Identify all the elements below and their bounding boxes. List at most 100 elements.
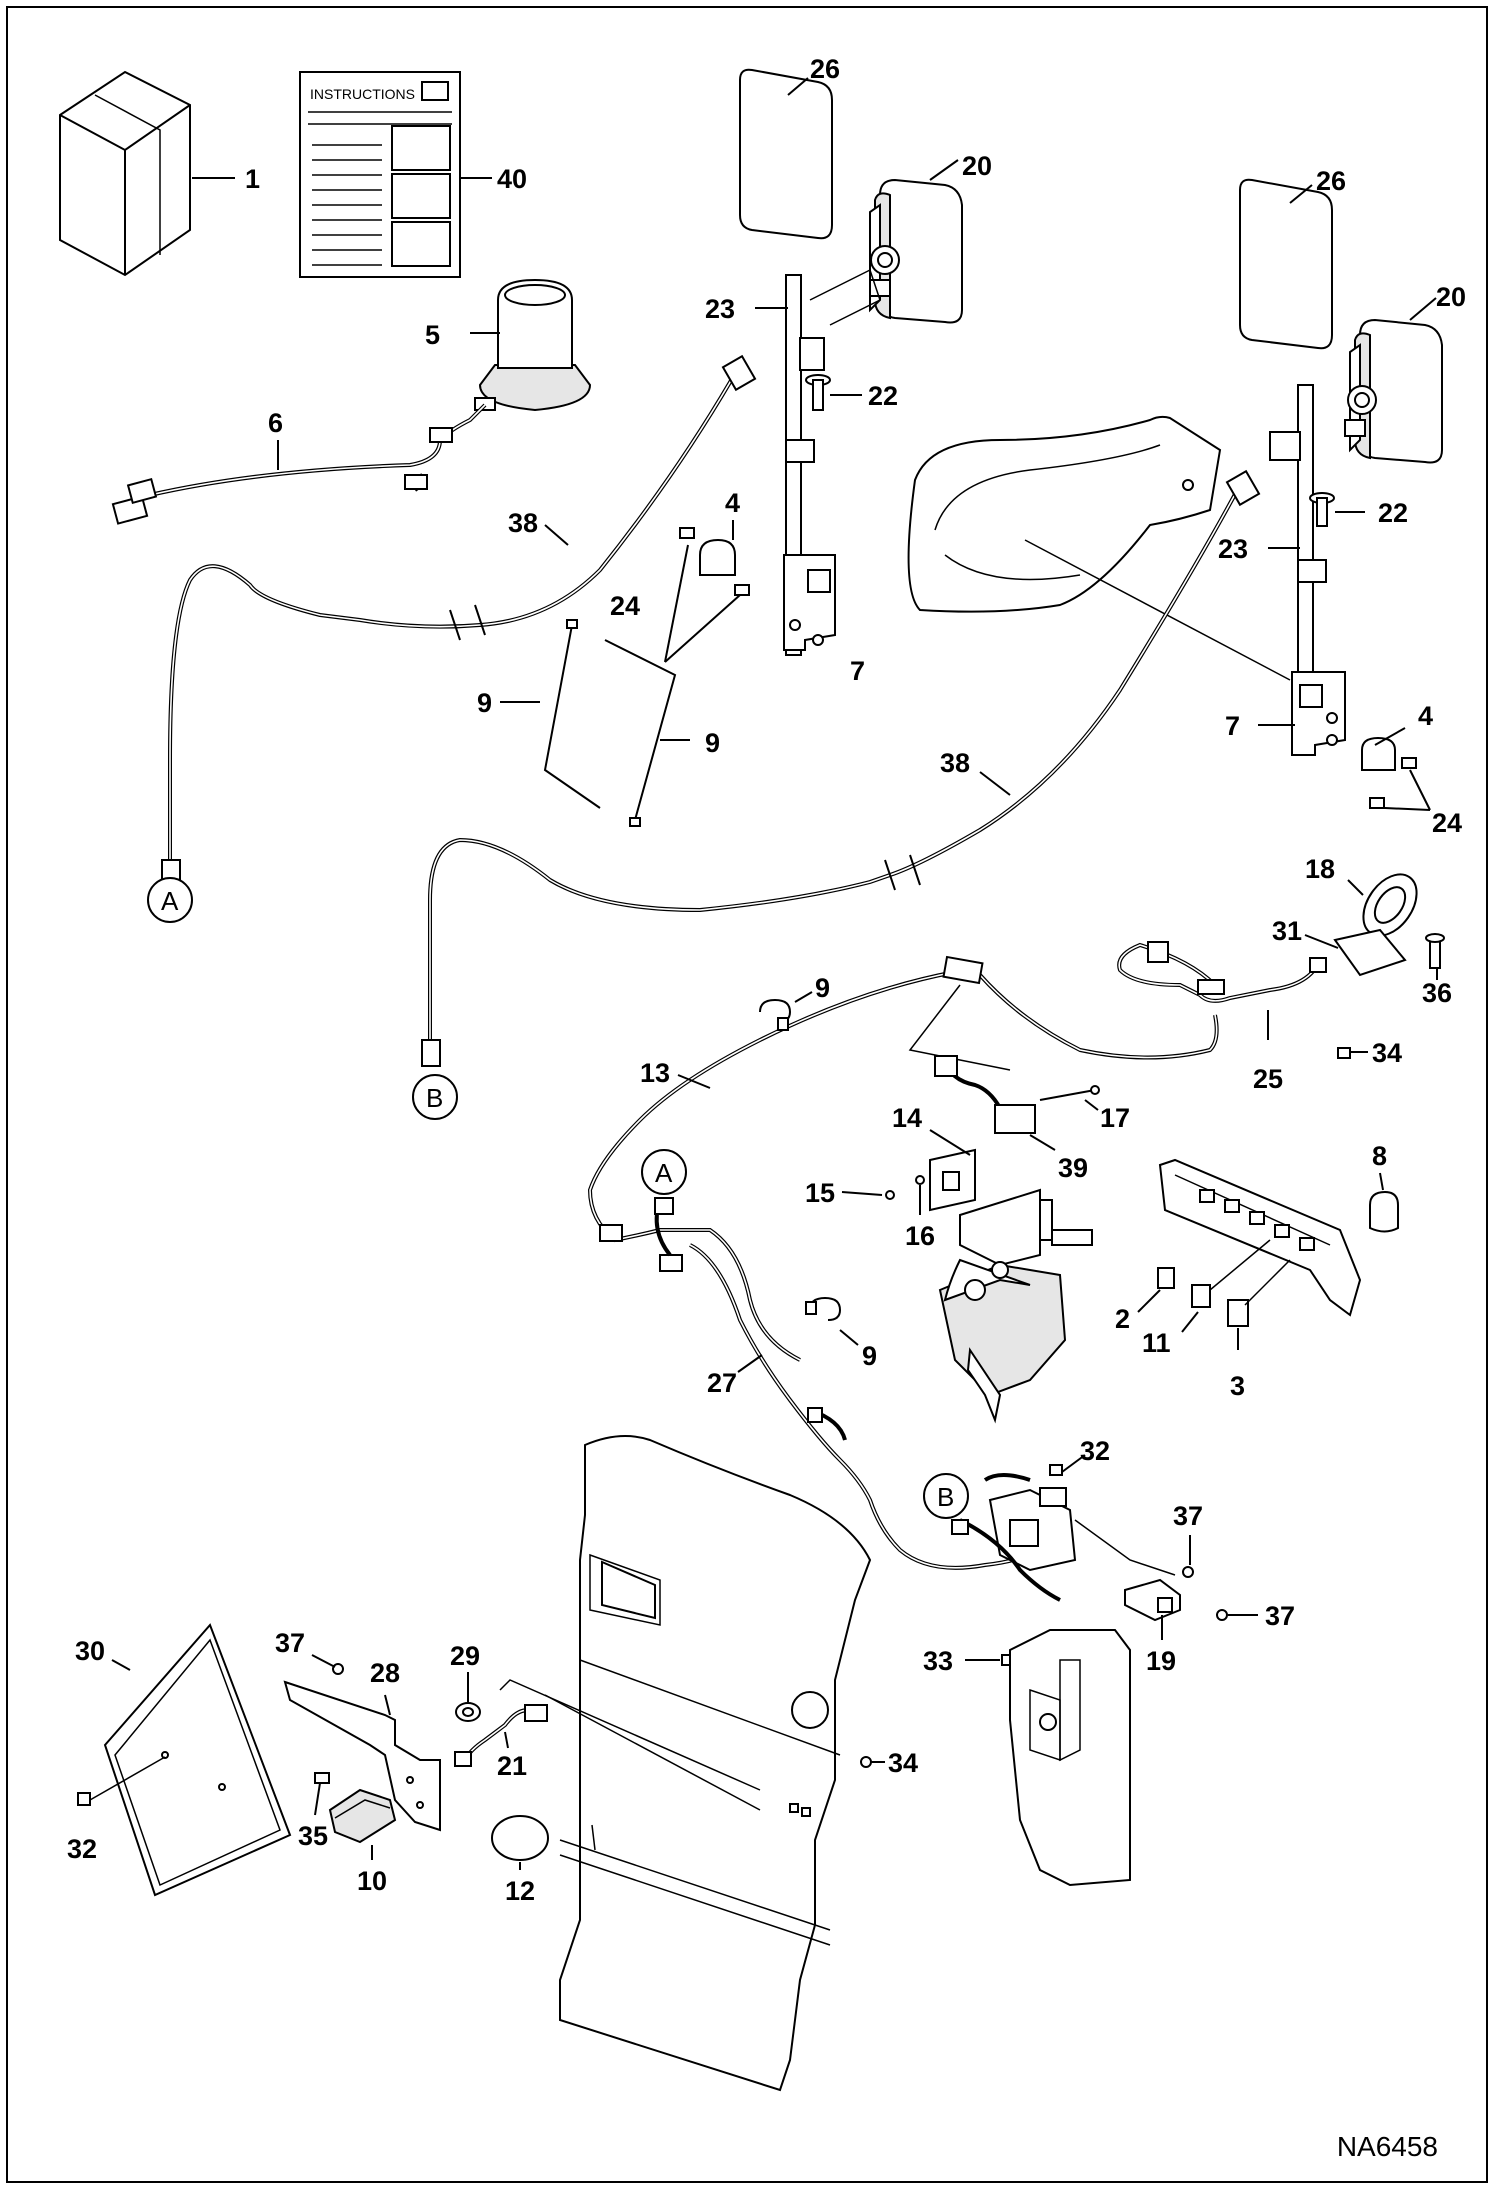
callout-34: 34 — [888, 1748, 918, 1778]
smv-sign-30 — [77, 1623, 292, 1897]
callout-9: 9 — [815, 973, 830, 1003]
mast-23-left — [783, 274, 836, 656]
harness-27 — [689, 1243, 1062, 1570]
callout-15: 15 — [805, 1178, 835, 1208]
callout-25: 25 — [1253, 1064, 1283, 1094]
horn-harness-25 — [1117, 941, 1327, 1003]
callout-11: 11 — [1142, 1328, 1171, 1358]
bracket-28 — [283, 1663, 441, 1832]
callout-23: 23 — [1218, 534, 1248, 564]
connector-a-left: A — [147, 877, 193, 923]
instructions-sheet-40: INSTRUCTIONS — [299, 71, 461, 278]
connector-b-label: B — [426, 1083, 443, 1113]
callout-17: 17 — [1100, 1103, 1130, 1133]
callout-6: 6 — [268, 408, 283, 438]
callout-9: 9 — [477, 688, 492, 718]
license-lamp-10 — [328, 1788, 397, 1844]
callout-32: 32 — [67, 1834, 97, 1864]
callout-33: 33 — [923, 1646, 953, 1676]
callout-39: 39 — [1058, 1153, 1088, 1183]
work-light-20-right — [1344, 318, 1443, 464]
callout-12: 12 — [505, 1876, 535, 1906]
callout-13: 13 — [640, 1058, 670, 1088]
callout-18: 18 — [1305, 854, 1335, 884]
beacon-harness-6 — [111, 403, 487, 525]
bolt-22-left — [805, 374, 831, 411]
callout-30: 30 — [75, 1636, 105, 1666]
light-cable-38-left — [161, 354, 757, 887]
callout-1: 1 — [245, 164, 260, 194]
box-part-1 — [59, 70, 191, 277]
connector-b-label-middle: B — [937, 1482, 954, 1512]
callout-4: 4 — [725, 488, 740, 518]
callout-19: 19 — [1146, 1646, 1176, 1676]
callout-4: 4 — [1418, 701, 1433, 731]
light-cable-38-right — [421, 469, 1261, 1067]
callout-16: 16 — [905, 1221, 935, 1251]
connector-b-left: B — [412, 1074, 458, 1120]
callout-8: 8 — [1372, 1141, 1387, 1171]
rear-door-panel — [491, 1435, 872, 2092]
drawing-number: NA6458 — [1336, 2131, 1438, 2162]
callout-37: 37 — [1265, 1601, 1295, 1631]
clamp-4-right — [1361, 736, 1417, 809]
callout-20: 20 — [962, 151, 992, 181]
clip-9-top — [759, 998, 792, 1031]
callout-38: 38 — [508, 508, 538, 538]
rods-9 — [543, 619, 677, 827]
connector-a-label-middle: A — [655, 1158, 673, 1188]
bracket-19 — [1001, 1566, 1228, 1666]
beacon-light-5 — [474, 278, 592, 412]
callout-32: 32 — [1080, 1436, 1110, 1466]
connector-a-middle: A — [641, 1149, 687, 1215]
bracket-14 — [885, 1148, 976, 1212]
callout-38: 38 — [940, 748, 970, 778]
callout-37: 37 — [1173, 1501, 1203, 1531]
mirror-26-right — [1239, 178, 1333, 350]
callout-26: 26 — [810, 54, 840, 84]
callout-2: 2 — [1115, 1304, 1130, 1334]
work-light-20-left — [869, 178, 963, 324]
clamp-4-left — [679, 527, 750, 596]
callout-22: 22 — [1378, 498, 1408, 528]
grommet-29 — [455, 1702, 481, 1722]
switch-panel — [1157, 1158, 1399, 1327]
relay-39 — [934, 1055, 1100, 1134]
callout-36: 36 — [1422, 978, 1452, 1008]
callout-10: 10 — [357, 1866, 387, 1896]
callout-21: 21 — [497, 1751, 527, 1781]
callout-34: 34 — [1372, 1038, 1402, 1068]
drawing-border — [6, 6, 1488, 2183]
callout-37: 37 — [275, 1628, 305, 1658]
callout-7: 7 — [1225, 711, 1240, 741]
callout-29: 29 — [450, 1641, 480, 1671]
instructions-label: INSTRUCTIONS — [310, 86, 415, 102]
cab-panel — [907, 415, 1291, 681]
callout-27: 27 — [707, 1368, 737, 1398]
mast-23-right — [1269, 384, 1346, 756]
rear-post — [1009, 1629, 1131, 1887]
callout-9: 9 — [705, 728, 720, 758]
callout-9: 9 — [862, 1341, 877, 1371]
relay-pack: B — [923, 1464, 1077, 1602]
callout-26: 26 — [1316, 166, 1346, 196]
callout-3: 3 — [1230, 1371, 1245, 1401]
callout-14: 14 — [892, 1103, 922, 1133]
callout-35: 35 — [298, 1821, 328, 1851]
callout-24: 24 — [1432, 808, 1462, 838]
callout-40: 40 — [497, 164, 527, 194]
connector-a-label: A — [161, 886, 179, 916]
lamp-harness-21 — [454, 1679, 761, 1811]
bolt-22-right — [1309, 492, 1335, 527]
callout-7: 7 — [850, 656, 865, 686]
steering-console — [938, 1188, 1093, 1424]
clip-9-bottom — [805, 1296, 842, 1321]
horn-18 — [1333, 873, 1445, 1059]
callout-31: 31 — [1272, 916, 1302, 946]
callout-23: 23 — [705, 294, 735, 324]
callout-22: 22 — [868, 381, 898, 411]
callout-5: 5 — [425, 320, 440, 350]
callout-28: 28 — [370, 1658, 400, 1688]
